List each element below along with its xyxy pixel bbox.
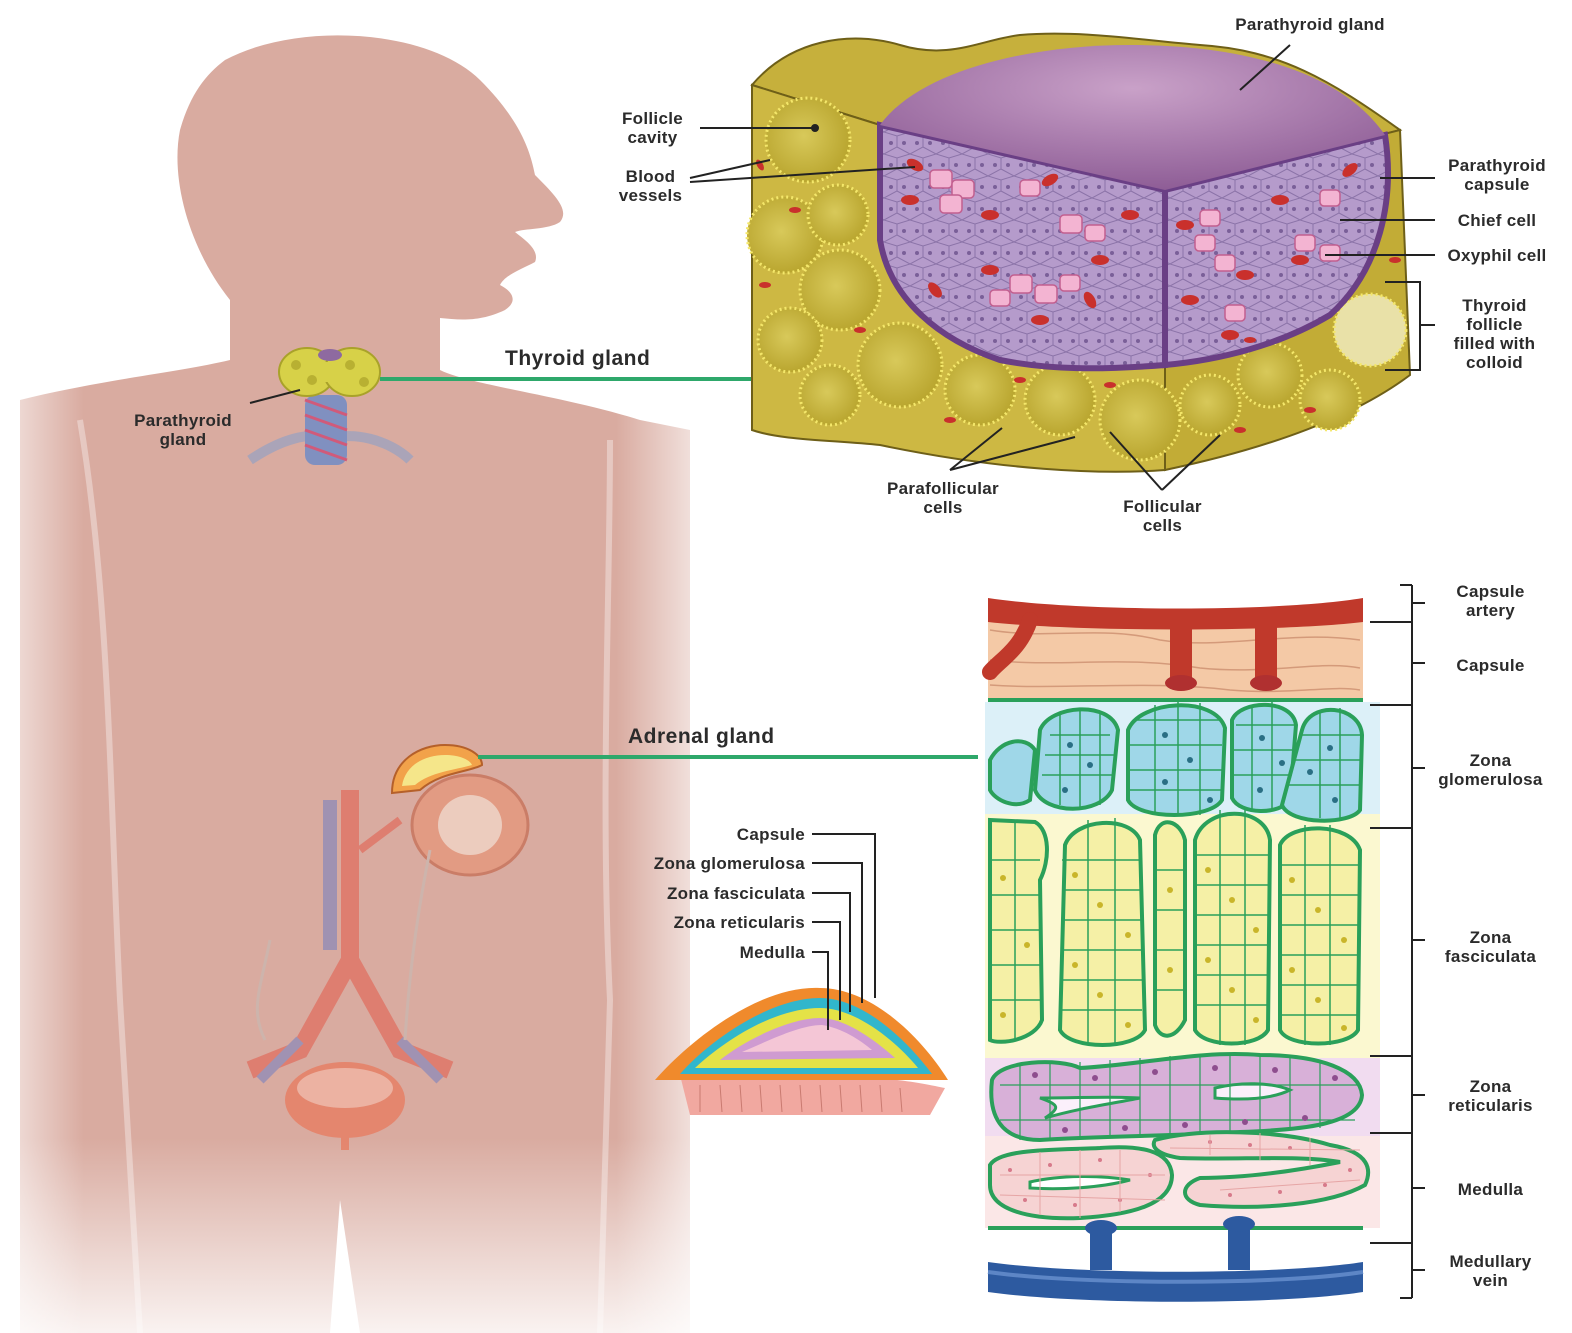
inset-zona-reticularis-label: Zona reticularis <box>600 913 805 932</box>
capsule-artery-label: Capsule artery <box>1428 582 1553 620</box>
inset-capsule-label: Capsule <box>600 825 805 844</box>
inset-medulla-label: Medulla <box>600 943 805 962</box>
medulla-label: Medulla <box>1428 1180 1553 1199</box>
medullary-vein-label: Medullary vein <box>1428 1252 1553 1290</box>
zona-glomerulosa-label: Zona glomerulosa <box>1422 751 1559 789</box>
inset-zona-fasciculata-label: Zona fasciculata <box>600 884 805 903</box>
parathyroid-capsule-label: Parathyroid capsule <box>1432 156 1562 194</box>
thyroid-follicle-label: Thyroid follicle filled with colloid <box>1432 296 1557 372</box>
parafollicular-cells-label: Parafollicular cells <box>868 479 1018 517</box>
follicular-cells-label: Follicular cells <box>1100 497 1225 535</box>
adrenal-column <box>985 598 1380 1302</box>
inset-zona-glomerulosa-label: Zona glomerulosa <box>600 854 805 873</box>
blood-vessels-label: Blood vessels <box>598 167 703 205</box>
zona-fasciculata-label: Zona fasciculata <box>1428 928 1553 966</box>
chief-cell-label: Chief cell <box>1432 211 1562 230</box>
capsule-label: Capsule <box>1428 656 1553 675</box>
follicle-cavity-label: Follicle cavity <box>600 109 705 147</box>
thyroid-gland-label: Thyroid gland <box>505 347 705 371</box>
parathyroid-gland-label: Parathyroid gland <box>1200 15 1420 34</box>
adrenal-gland-label: Adrenal gland <box>628 725 828 749</box>
zona-reticularis-label: Zona reticularis <box>1428 1077 1553 1115</box>
parathyroid-body-label: Parathyroid gland <box>118 411 248 449</box>
thyroid-block <box>747 34 1410 472</box>
oxyphil-cell-label: Oxyphil cell <box>1432 246 1562 265</box>
